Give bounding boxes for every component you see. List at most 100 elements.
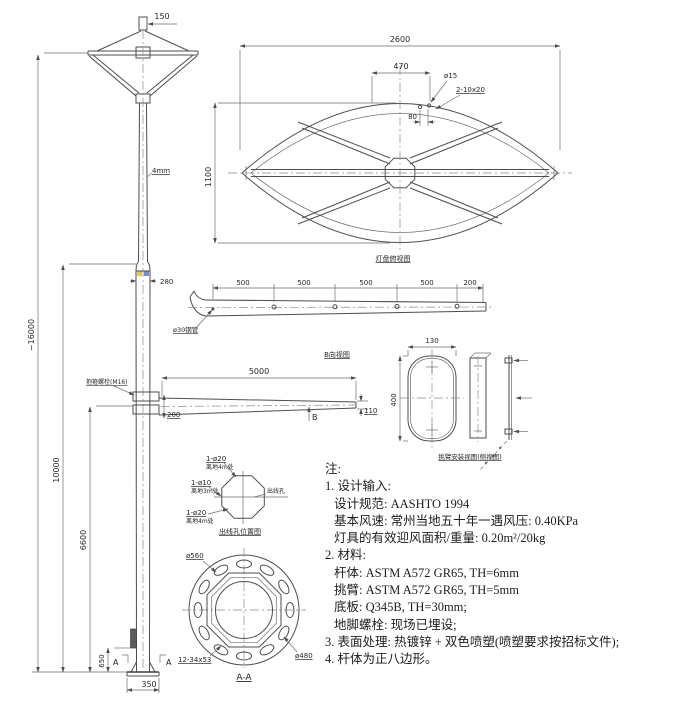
flange-outer-dia-label: ø560	[186, 552, 204, 560]
center-hub-octagon	[384, 157, 416, 189]
arm-side-caption: B向视图	[324, 350, 350, 359]
flange-section-view: ø560 12-34x53 ø480 A-A	[178, 548, 313, 683]
dim-wall-thickness: 4mm	[152, 167, 170, 175]
pole-elevation-view: 150 ~16000 10000 6600 650 350 A A 4mm 2	[27, 12, 396, 693]
dim-hole-pitch: 80	[408, 113, 417, 121]
arm-hole	[454, 303, 460, 309]
pole-octagon-outer	[206, 572, 282, 648]
arm-clamp-lower	[132, 404, 160, 415]
wire-hole-caption: 出线孔位置图	[219, 527, 261, 536]
mount-hole	[417, 104, 423, 110]
dim-spacing: 500	[236, 279, 249, 287]
bolt-head	[504, 357, 513, 364]
arm-hole	[332, 304, 338, 310]
arm-hole	[394, 304, 400, 309]
dim-section-width: 130	[425, 337, 438, 345]
bolt-head	[504, 428, 513, 435]
pole-joint-dome	[135, 261, 151, 272]
dim-spacing: 500	[297, 279, 310, 287]
wire-hole-bottom-label: 1-ø20	[186, 509, 206, 517]
hole-dia-label: ø15	[444, 72, 457, 80]
wire-hole-bottom-sub: 离地4m处	[186, 517, 214, 525]
arm-clamp-upper	[132, 391, 160, 402]
note-line-9: 地脚螺栓: 现场已埋设;	[334, 617, 457, 632]
note-line-10: 3. 表面处理: 热镀锌 + 双色喷塑(喷塑要求按招标文件);	[325, 634, 620, 649]
bolt-slot	[213, 644, 229, 656]
bolt-slot	[259, 564, 275, 576]
note-line-3: 基本风速: 常州当地五十年一遇风压: 0.40KPa	[334, 513, 579, 528]
dim-lamp-height: 1100	[204, 167, 213, 187]
arm-section-view: 130 400 挑臂安装视图(侧视图)	[390, 337, 532, 471]
note-line-8: 底板: Q345B, TH=30mm;	[334, 600, 467, 615]
section-mark-a-left: A	[113, 658, 119, 667]
clamp-bolt-label: 抱箍螺栓(M16)	[86, 378, 128, 386]
pole-shaft	[138, 102, 140, 263]
bolt-slot	[259, 644, 275, 656]
pole-octagon-inner	[211, 577, 277, 643]
note-line-1: 1. 设计输入:	[325, 479, 391, 494]
note-line-5: 2. 材料:	[325, 548, 366, 563]
wire-hole-mid-sub: 离地3m处	[191, 487, 219, 495]
dim-pole-top-width: 150	[154, 12, 169, 21]
view-mark-b: B	[312, 413, 318, 422]
pole-octagon-section	[221, 475, 265, 519]
bolt-slot	[236, 559, 252, 569]
flange-bolt-circle-label: ø480	[295, 652, 313, 660]
arm-section-caption: 挑臂安装视图(侧视图)	[438, 452, 502, 461]
bolt-slot	[193, 602, 203, 618]
wire-hole-side-label: 出线孔	[267, 487, 285, 495]
wire-hole-top-sub: 离地4m处	[206, 463, 234, 471]
dim-section-height: 400	[390, 393, 398, 406]
wire-hole-detail: 1-ø20 离地4m处 1-ø10 离地3m处 1-ø20 离地4m处 出线孔 …	[186, 455, 288, 536]
bolt-slot	[213, 564, 229, 576]
hand-hole	[130, 628, 137, 649]
dim-base-width: 350	[141, 680, 156, 689]
bolt-slot	[236, 651, 252, 661]
arm-plan-outline	[205, 299, 487, 303]
joint-color-mark-blue	[144, 271, 149, 276]
shank-bead	[491, 454, 495, 458]
notes-block: 注: 1. 设计输入: 设计规范: AASHTO 1994 基本风速: 常州当地…	[325, 461, 697, 669]
dim-arm-tip: 110	[364, 407, 377, 415]
dim-arm-root: 200	[167, 411, 180, 419]
dim-neck-width: 280	[160, 278, 173, 286]
flange-caption: A-A	[236, 673, 252, 683]
shank-bead	[498, 446, 502, 450]
dim-upper-height: 10000	[52, 457, 61, 482]
dim-spacing: 500	[420, 279, 433, 287]
dim-spacing: 200	[463, 279, 476, 287]
joint-color-mark-yellow	[137, 271, 142, 276]
pipe-label: ø30钢管	[173, 325, 199, 334]
notes-heading: 注:	[325, 462, 341, 476]
bolt-slot	[285, 602, 295, 618]
section-mark-a-right: A	[166, 658, 172, 667]
note-line-11: 4. 杆体为正八边形。	[325, 652, 438, 667]
bolt-slot	[198, 579, 210, 595]
note-line-6: 杆体: ASTM A572 GR65, TH=6mm	[334, 565, 519, 580]
arm-plan-view: 500 500 500 500 200 ø30钢管	[173, 279, 495, 334]
wire-hole-mid-label: 1-ø10	[191, 479, 211, 487]
bolt-slot	[198, 625, 210, 641]
dim-total-height: ~16000	[27, 319, 36, 351]
note-line-2: 设计规范: AASHTO 1994	[334, 496, 470, 511]
note-line-7: 挑臂: ASTM A572 GR65, TH=5mm	[334, 583, 519, 598]
lamp-panel-caption: 灯盘俯视图	[376, 254, 411, 263]
dim-handhole-height: 650	[98, 654, 106, 667]
dim-spacing: 500	[359, 279, 372, 287]
shank-bead	[484, 461, 488, 465]
dim-lower-height: 6600	[79, 530, 88, 550]
dim-panel-width: 2600	[390, 35, 410, 44]
pole-inner-circle	[215, 581, 273, 639]
wire-hole-top-label: 1-ø20	[206, 455, 226, 463]
dim-arm-length: 5000	[249, 367, 269, 376]
mount-hole	[426, 103, 432, 108]
arm-hole	[271, 304, 277, 310]
lamp-panel-view: 2600 470 80 ø15 2-10x20 灯盘俯视图	[228, 35, 572, 263]
arm-outline	[158, 397, 357, 403]
bolt-slot	[278, 579, 290, 595]
pole-tip-cap	[138, 16, 148, 31]
slot-spec-label: 2-10x20	[456, 86, 485, 94]
note-line-4: 灯具的有效迎风面积/重量: 0.20m²/20kg	[334, 531, 546, 546]
